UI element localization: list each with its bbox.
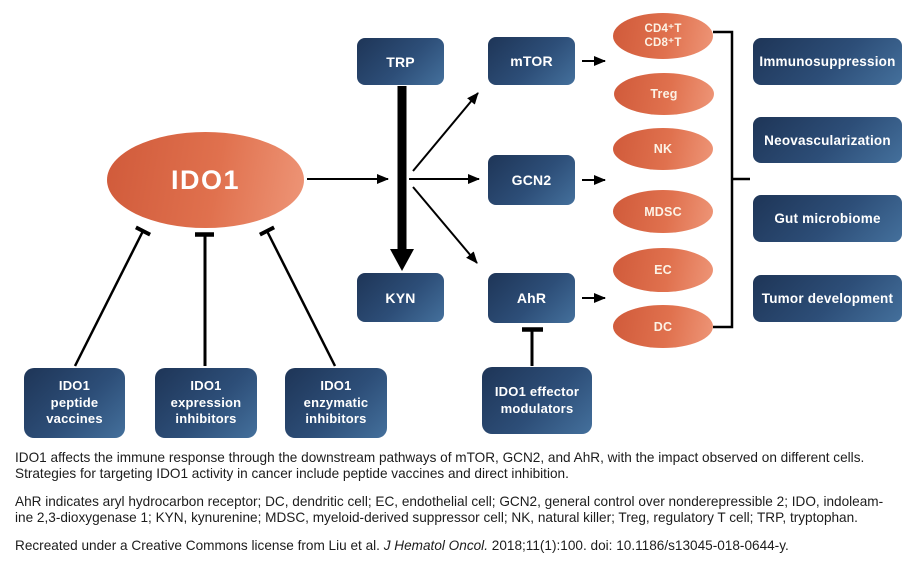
node-mtor: mTOR xyxy=(488,37,575,85)
caption-description: IDO1 affects the immune response through… xyxy=(15,450,865,482)
intervention-effector-modulators: IDO1 effector modulators xyxy=(482,367,592,434)
cell-ec: EC xyxy=(613,248,713,292)
outcome-neovascularization: Neovascularization xyxy=(753,117,902,163)
credit-prefix: Recreated under a Creative Commons licen… xyxy=(15,537,384,553)
arrow-to-mtor xyxy=(412,92,479,172)
cells-outcomes-bracket xyxy=(713,30,750,329)
cell-dc: DC xyxy=(613,305,713,348)
node-gcn2: GCN2 xyxy=(488,155,575,205)
figure-caption: IDO1 affects the immune response through… xyxy=(15,450,907,565)
credit-journal: J Hematol Oncol. xyxy=(383,537,488,553)
intervention-expression-inhibitors: IDO1 expression inhibitors xyxy=(155,368,257,438)
credit-suffix: 2018;11(1):100. doi: 10.1186/s13045-018-… xyxy=(487,537,789,553)
inhibit-enzymatic-inhibitors-ido1 xyxy=(258,225,337,367)
intervention-enzymatic-inhibitors: IDO1 enzymatic inhibitors xyxy=(285,368,387,438)
arrow-to-ahr xyxy=(412,186,478,264)
inhibit-expression-inhibitors-ido1 xyxy=(195,232,214,366)
node-ahr: AhR xyxy=(488,273,575,323)
outcome-gut-microbiome: Gut microbiome xyxy=(753,195,902,242)
node-kyn: KYN xyxy=(357,273,444,322)
cell-mdsc: MDSC xyxy=(613,190,713,233)
cell-treg: Treg xyxy=(614,73,714,115)
caption-credit: Recreated under a Creative Commons licen… xyxy=(15,538,907,554)
outcome-immunosuppression: Immunosuppression xyxy=(753,38,902,85)
intervention-peptide-vaccines: IDO1 peptide vaccines xyxy=(24,368,125,438)
inhibit-effector-modulators-ahr xyxy=(522,327,543,366)
caption-abbreviations: AhR indicates aryl hydrocarbon receptor;… xyxy=(15,493,884,526)
cell-cd4-cd8: CD4⁺T CD8⁺T xyxy=(613,13,713,59)
outcome-tumor-development: Tumor development xyxy=(753,275,902,322)
cell-nk: NK xyxy=(613,128,713,170)
arrow-trp-to-kyn xyxy=(390,86,414,271)
node-ido1: IDO1 xyxy=(107,132,304,228)
inhibit-peptide-vaccines-ido1 xyxy=(73,225,152,367)
node-trp: TRP xyxy=(357,38,444,85)
